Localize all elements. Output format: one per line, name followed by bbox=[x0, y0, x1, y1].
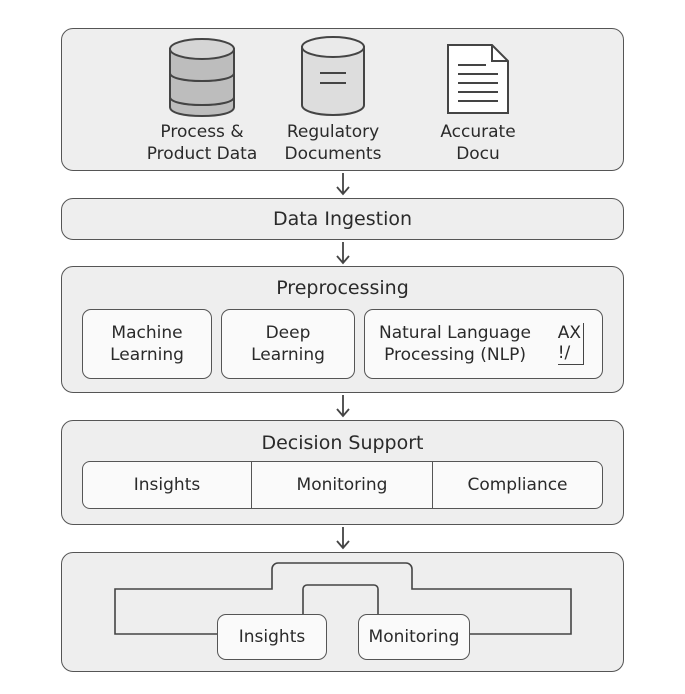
database-icon bbox=[168, 35, 236, 117]
feedback-loop-panel: Insights Monitoring bbox=[61, 552, 624, 672]
source-label-process-data: Process & Product Data bbox=[146, 122, 258, 164]
file-icon bbox=[446, 43, 510, 115]
source-label-regulatory-documents: Regulatory Documents bbox=[284, 122, 382, 164]
data-ingestion-stage: Data Ingestion bbox=[61, 198, 624, 240]
flow-arrow bbox=[333, 241, 353, 265]
flow-arrow bbox=[333, 394, 353, 418]
monitoring-segment: Monitoring bbox=[252, 462, 433, 508]
flow-arrow bbox=[333, 172, 353, 196]
insights-segment: Insights bbox=[83, 462, 252, 508]
feedback-loop-connectors bbox=[114, 562, 572, 635]
machine-learning-box: Machine Learning bbox=[82, 309, 212, 379]
decision-support-title: Decision Support bbox=[261, 432, 424, 454]
nlp-icon: AX !/ bbox=[557, 323, 584, 365]
source-label-accurate-docu: Accurate Docu bbox=[440, 122, 516, 164]
flow-arrow bbox=[333, 526, 353, 550]
preprocessing-title: Preprocessing bbox=[276, 277, 409, 299]
document-stack-icon bbox=[300, 35, 366, 117]
nlp-box: Natural Language Processing (NLP) AX !/ bbox=[364, 309, 603, 379]
loop-insights-box: Insights bbox=[217, 614, 327, 660]
decision-support-segments: Insights Monitoring Compliance bbox=[82, 461, 603, 509]
data-ingestion-title: Data Ingestion bbox=[272, 208, 413, 230]
preprocessing-panel: Preprocessing Machine Learning Deep Lear… bbox=[61, 266, 624, 393]
data-sources-panel: Process & Product Data Regulatory Docume… bbox=[61, 28, 624, 171]
compliance-segment: Compliance bbox=[467, 475, 568, 495]
nlp-label: Natural Language Processing (NLP) bbox=[379, 323, 532, 365]
loop-monitoring-box: Monitoring bbox=[358, 614, 470, 660]
decision-support-panel: Decision Support Insights Monitoring Com… bbox=[61, 420, 624, 525]
deep-learning-box: Deep Learning bbox=[221, 309, 355, 379]
